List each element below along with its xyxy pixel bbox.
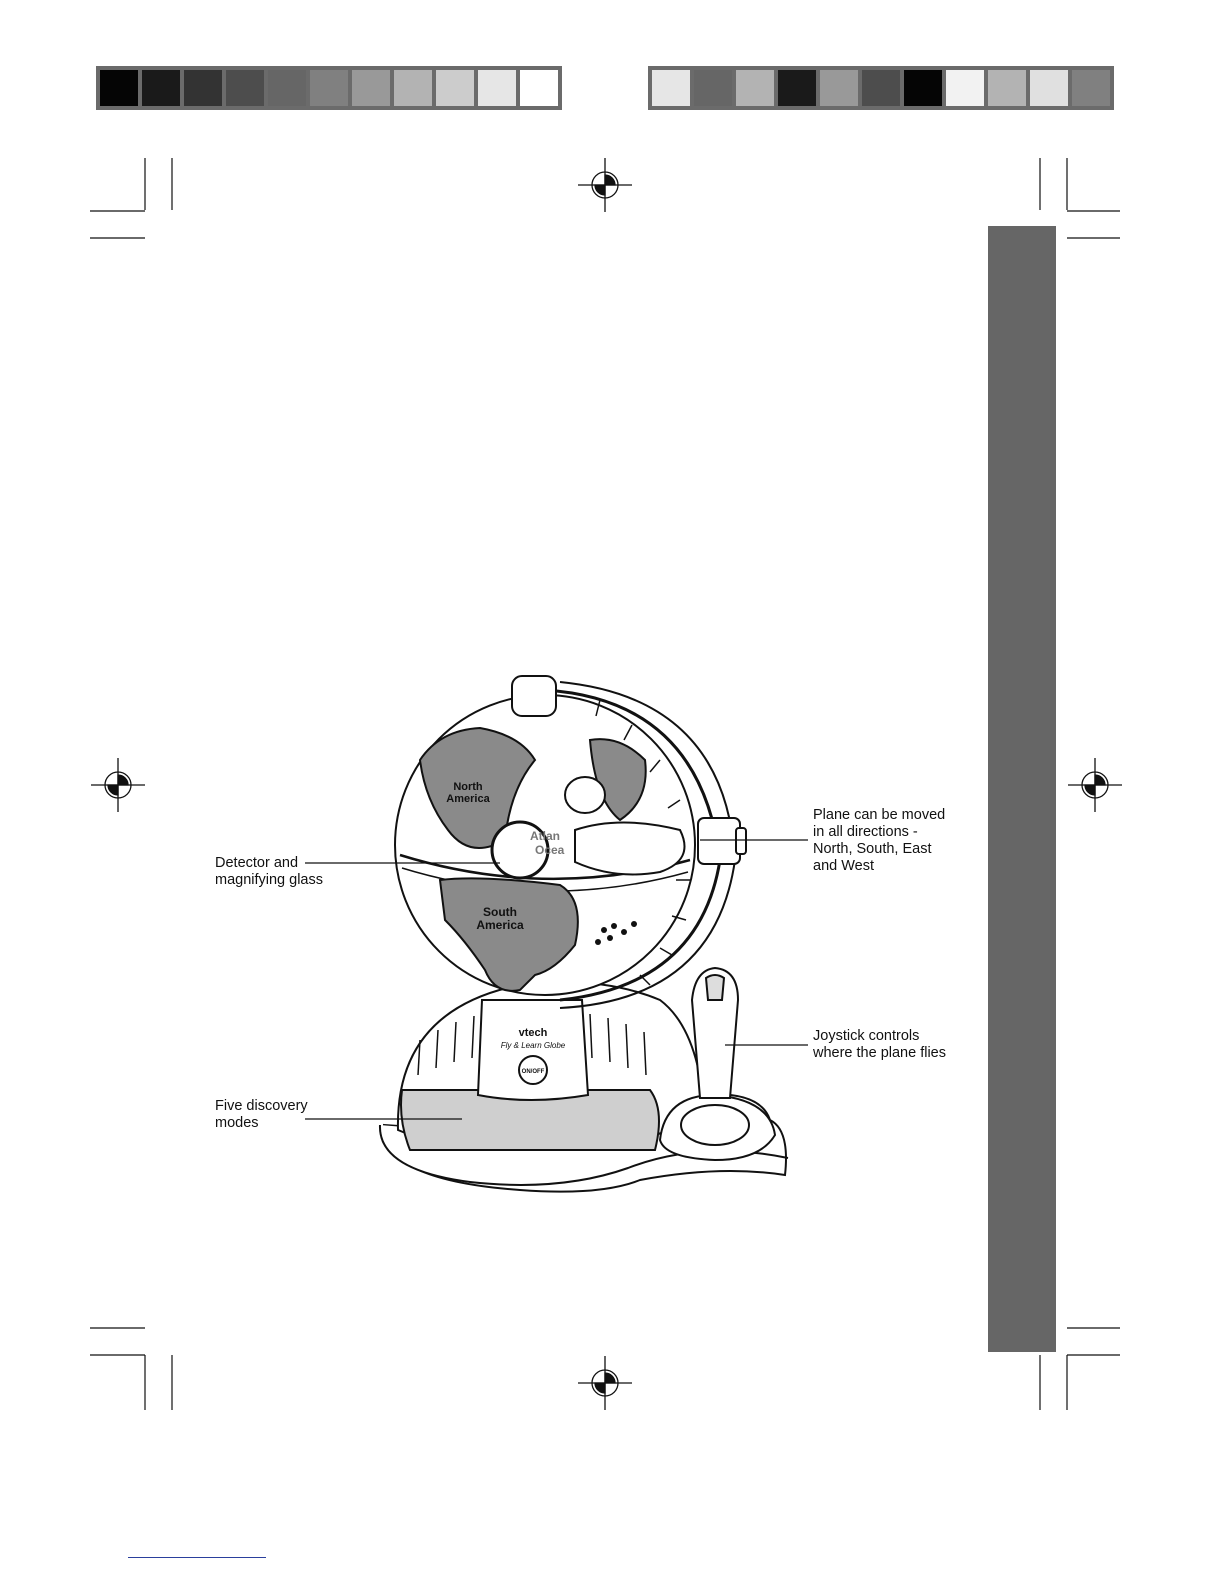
registration-mark-right xyxy=(1068,758,1122,812)
brand-label: vtech xyxy=(519,1027,548,1039)
callout-line: and West xyxy=(813,858,945,875)
callout-line: Joystick controls xyxy=(813,1028,946,1045)
callout-line: in all directions - xyxy=(813,824,945,841)
callout-line: where the plane flies xyxy=(813,1045,946,1062)
registration-mark-top xyxy=(578,158,632,212)
registration-mark-left xyxy=(91,758,145,812)
registration-mark-bottom xyxy=(578,1356,632,1410)
callout-line: magnifying glass xyxy=(215,872,323,889)
callout-line: Plane can be moved xyxy=(813,807,945,824)
callout-line: Five discovery xyxy=(215,1098,308,1115)
callout-joystick: Joystick controls where the plane flies xyxy=(813,1028,946,1062)
callout-line: Detector and xyxy=(215,855,323,872)
footer-rule xyxy=(128,1557,266,1558)
product-name-label: Fly & Learn Globe xyxy=(501,1041,566,1050)
power-button-label: ON/OFF xyxy=(522,1069,545,1075)
globe-illustration xyxy=(380,676,788,1192)
callout-line: modes xyxy=(215,1115,308,1132)
callout-plane: Plane can be moved in all directions - N… xyxy=(813,807,945,875)
callout-modes: Five discovery modes xyxy=(215,1098,308,1132)
callout-line: North, South, East xyxy=(813,841,945,858)
callout-detector: Detector and magnifying glass xyxy=(215,855,323,889)
